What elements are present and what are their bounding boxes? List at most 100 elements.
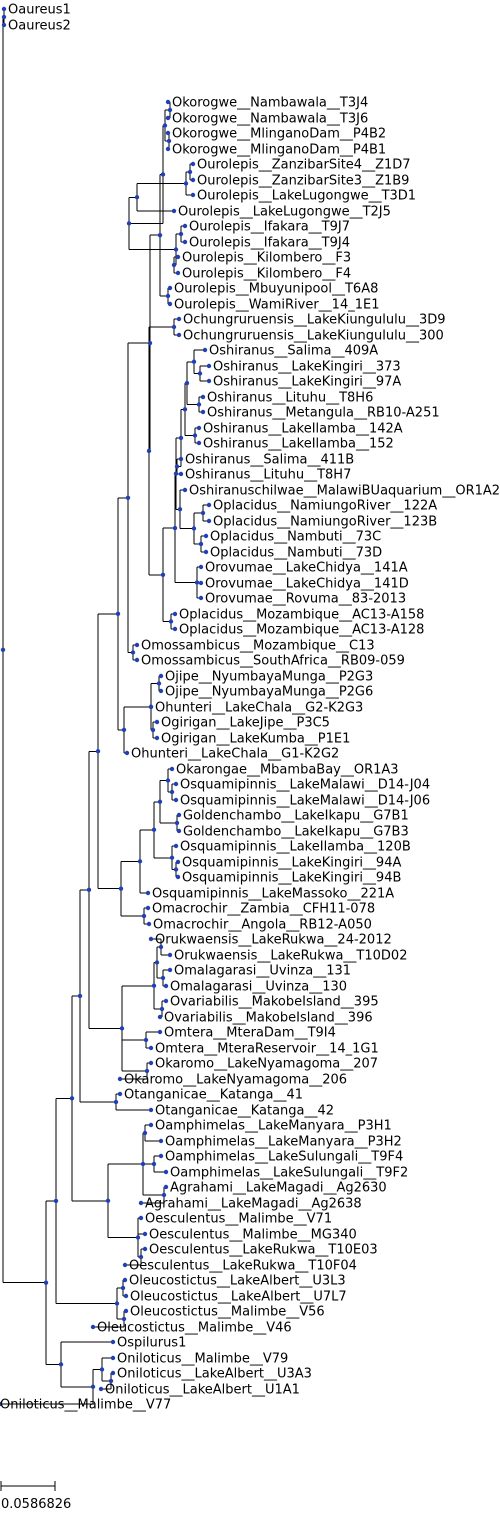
leaf-label: Oesculentus__Malimbe__V71 <box>145 1212 332 1227</box>
internal-node <box>146 448 152 454</box>
leaf-label: Oleucostictus__Malimbe__V56 <box>130 1305 325 1320</box>
internal-node <box>141 913 147 919</box>
leaf-node <box>157 1014 163 1020</box>
leaf-node <box>117 1091 123 1097</box>
leaf-label: Ourolepis__LakeLugongwe__T3D1 <box>197 189 416 204</box>
leaf-node <box>158 688 164 694</box>
internal-node <box>200 510 206 516</box>
leaf-node <box>123 1308 129 1314</box>
internal-node <box>171 324 177 330</box>
leaf-node <box>138 1215 144 1221</box>
leaf-label: Osquamipinnis__LakeMalawi__D14-J04 <box>180 778 430 793</box>
leaf-node <box>154 735 160 741</box>
internal-node <box>161 1192 167 1198</box>
leaf-node <box>165 115 171 121</box>
leaf-labels: Oaureus1Oaureus2Okorogwe__Nambawala__T3J… <box>0 3 500 1413</box>
internal-node <box>182 407 188 412</box>
leaf-node <box>206 502 212 508</box>
leaf-node <box>182 223 188 229</box>
leaf-node <box>148 1107 154 1113</box>
internal-node <box>108 1378 114 1384</box>
leaf-node <box>145 890 151 896</box>
leaf-label: Oshiranus__LakeKingiri__97A <box>213 375 401 390</box>
leaf-label: Ochungruruensis__LakeKiungululu__3D9 <box>183 313 446 328</box>
internal-node <box>53 1198 59 1204</box>
leaf-label: Oamphimelas__LakeSulungali__T9F2 <box>170 1166 408 1181</box>
internal-node <box>130 650 136 655</box>
leaf-node <box>154 719 160 725</box>
leaf-label: Ourolepis__ZanzibarSite4__Z1D7 <box>197 158 411 173</box>
leaf-node <box>123 1293 129 1299</box>
leaf-node <box>182 239 188 245</box>
leaf-node <box>178 471 184 477</box>
internal-node <box>165 293 171 299</box>
internal-node <box>140 1161 146 1167</box>
internal-node <box>125 495 131 500</box>
leaf-label: Oplacidus__Mozambique__AC13-A158 <box>179 608 424 623</box>
leaf-label: Osquamipinnis__LakeIlamba__120B <box>180 840 411 855</box>
leaf-node <box>148 1060 154 1066</box>
scale-bar: 0.0586826 <box>0 1481 71 1512</box>
internal-node <box>196 402 202 407</box>
leaf-label: Okaromo__LakeNyamagoma__206 <box>124 1073 347 1088</box>
leaf-label: Oniloticus__LakeAlbert__U1A1 <box>105 1383 300 1398</box>
leaf-node <box>90 1324 96 1330</box>
leaf-label: Otanganicae__Katanga__41 <box>124 1088 303 1103</box>
leaf-label: Ourolepis__Kilombero__F4 <box>182 267 351 282</box>
internal-node <box>173 247 179 252</box>
leaf-label: Omalagarasi__Uvinza__130 <box>170 980 347 995</box>
leaf-label: Okarongae__MbambaBay__OR1A3 <box>176 763 399 778</box>
internal-node <box>118 886 124 891</box>
leaf-label: Ourolepis__LakeLugongwe__T2J5 <box>178 205 391 220</box>
leaf-label: Ojipe__NyumbayaMunga__P2G3 <box>165 670 373 685</box>
leaf-node <box>198 580 204 586</box>
internal-node <box>168 619 174 624</box>
leaf-label: Omtera__MteraDam__T9I4 <box>164 1026 336 1041</box>
leaf-node <box>175 254 181 260</box>
leaf-label: Oniloticus__LakeAlbert__U3A3 <box>117 1367 312 1382</box>
leaf-node <box>163 998 169 1004</box>
internal-node <box>148 704 154 709</box>
leaf-node <box>206 518 212 524</box>
internal-node <box>173 471 179 476</box>
leaf-label: Oleucostictus__Malimbe__V46 <box>97 1321 292 1336</box>
leaf-node <box>98 1386 104 1392</box>
leaf-node <box>134 642 140 648</box>
internal-node <box>165 778 171 783</box>
internal-node <box>143 1037 149 1043</box>
leaf-label: Osquamipinnis__LakeMassoko__221A <box>152 887 394 902</box>
leaf-label: Ohunteri__LakeChala__G2-K2G3 <box>155 701 363 716</box>
internal-node <box>192 433 198 438</box>
leaf-label: Oplacidus__Mozambique__AC13-A128 <box>179 623 424 638</box>
internal-node <box>173 867 179 872</box>
leaf-label: Oshiranuschilwae__MalawiBUaquarium__OR1A… <box>189 484 500 499</box>
leaf-label: Ochungruruensis__LakeKiungululu__300 <box>183 329 444 344</box>
leaf-label: Agrahami__LakeMagadi__Ag2638 <box>145 1197 362 1212</box>
leaf-node <box>124 750 130 756</box>
leaf-label: Ourolepis__Ifakara__T9J7 <box>189 220 350 235</box>
internal-node <box>166 138 172 144</box>
leaf-label: Oesculentus__Malimbe__MG340 <box>149 1228 357 1243</box>
leaf-label: Ogirigan__LakeJipe__P3C5 <box>161 716 330 731</box>
leaf-node <box>206 363 212 369</box>
leaf-label: Ourolepis__WamiRiver__14_1E1 <box>174 298 379 313</box>
internal-node <box>197 371 203 376</box>
internal-node <box>147 340 153 346</box>
leaf-node <box>157 1029 163 1035</box>
leaf-label: Ohunteri__LakeChala__G1-K2G2 <box>131 747 339 762</box>
internal-node <box>0 647 6 653</box>
leaf-node <box>163 1169 169 1175</box>
internal-node <box>157 233 163 238</box>
leaf-label: Oshiranus__Lituhu__T8H7 <box>185 468 351 483</box>
leaf-node <box>175 859 181 865</box>
internal-node <box>151 983 157 988</box>
leaf-label: Oshiranus__LakeKingiri__373 <box>213 360 401 375</box>
leaf-node <box>163 983 169 989</box>
internal-node <box>169 855 175 860</box>
internal-node <box>1 14 7 20</box>
leaf-node <box>182 487 188 493</box>
internal-node <box>114 1301 120 1306</box>
leaf-label: Orovumae__LakeChidya__141A <box>205 561 408 576</box>
leaf-label: Oplacidus__Nambuti__73D <box>210 546 382 561</box>
